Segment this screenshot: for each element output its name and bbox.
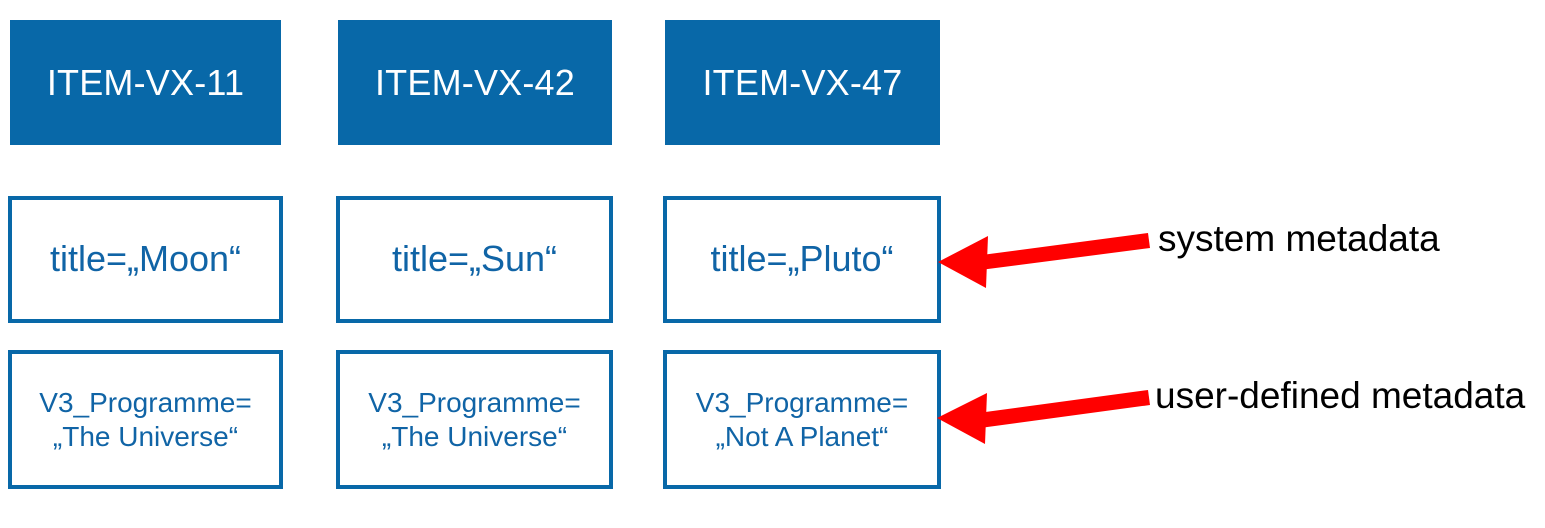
user-metadata-box-3: V3_Programme= „Not A Planet“ (663, 350, 941, 489)
system-metadata-box-1: title=„Moon“ (8, 196, 283, 323)
arrow-head-icon (937, 393, 987, 444)
user-metadata-arrow (937, 390, 1150, 444)
item-header-1: ITEM-VX-11 (10, 20, 281, 145)
user-metadata-text: V3_Programme= „Not A Planet“ (695, 387, 909, 452)
system-metadata-box-3: title=„Pluto“ (663, 196, 941, 323)
item-header-label: ITEM-VX-47 (702, 61, 903, 103)
arrow-shaft (978, 390, 1150, 428)
item-header-label: ITEM-VX-11 (46, 61, 245, 103)
system-metadata-text: title=„Sun“ (391, 238, 558, 280)
system-metadata-text: title=„Pluto“ (710, 238, 894, 280)
user-metadata-box-2: V3_Programme= „The Universe“ (336, 350, 613, 489)
item-header-label: ITEM-VX-42 (374, 61, 576, 103)
user-metadata-text: V3_Programme= „The Universe“ (39, 387, 252, 452)
system-metadata-label: system metadata (1158, 218, 1440, 259)
item-header-2: ITEM-VX-42 (338, 20, 612, 145)
user-metadata-box-1: V3_Programme= „The Universe“ (8, 350, 283, 489)
system-metadata-arrow (938, 233, 1150, 288)
arrow-head-icon (938, 236, 988, 288)
arrow-shaft (978, 233, 1150, 270)
system-metadata-box-2: title=„Sun“ (336, 196, 613, 323)
item-header-3: ITEM-VX-47 (665, 20, 940, 145)
system-metadata-text: title=„Moon“ (49, 238, 242, 280)
user-metadata-label: user-defined metadata (1155, 375, 1526, 416)
user-metadata-text: V3_Programme= „The Universe“ (368, 387, 581, 452)
